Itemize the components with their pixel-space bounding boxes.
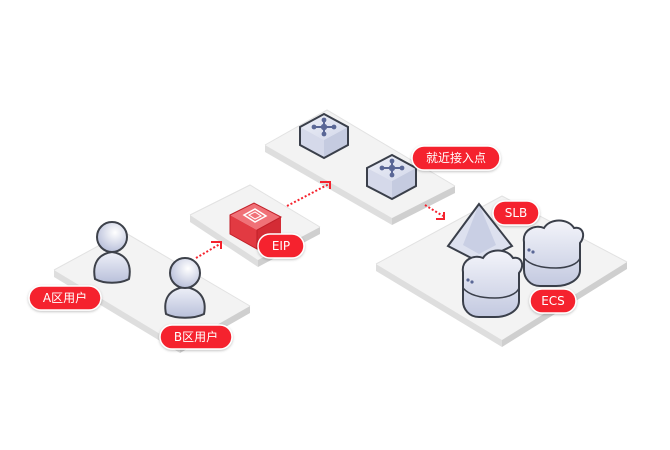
label-eip: EIP	[257, 233, 305, 259]
label-user-a-text: A区用户	[43, 290, 87, 305]
label-eip-text: EIP	[272, 239, 290, 253]
label-access-point-text: 就近接入点	[426, 150, 486, 165]
label-user-b-text: B区用户	[174, 329, 218, 344]
user-a-icon[interactable]	[93, 221, 131, 284]
ecs-cloud-server-icon-1[interactable]	[522, 219, 585, 287]
label-slb-text: SLB	[505, 206, 528, 220]
ecs-cloud-server-icon-2[interactable]	[461, 249, 524, 318]
label-slb: SLB	[492, 200, 540, 226]
user-b-icon[interactable]	[164, 257, 206, 319]
arrow-access-point-to-slb	[424, 204, 445, 220]
arrow-eip-to-access-point	[286, 181, 331, 207]
label-ecs: ECS	[529, 288, 577, 314]
label-ecs-text: ECS	[541, 294, 565, 308]
label-access-point: 就近接入点	[411, 145, 501, 171]
router-icon-2[interactable]	[366, 153, 417, 201]
label-user-a: A区用户	[28, 285, 102, 311]
arrow-user-to-eip	[195, 241, 222, 259]
router-icon-1[interactable]	[299, 112, 349, 160]
label-user-b: B区用户	[159, 324, 233, 350]
